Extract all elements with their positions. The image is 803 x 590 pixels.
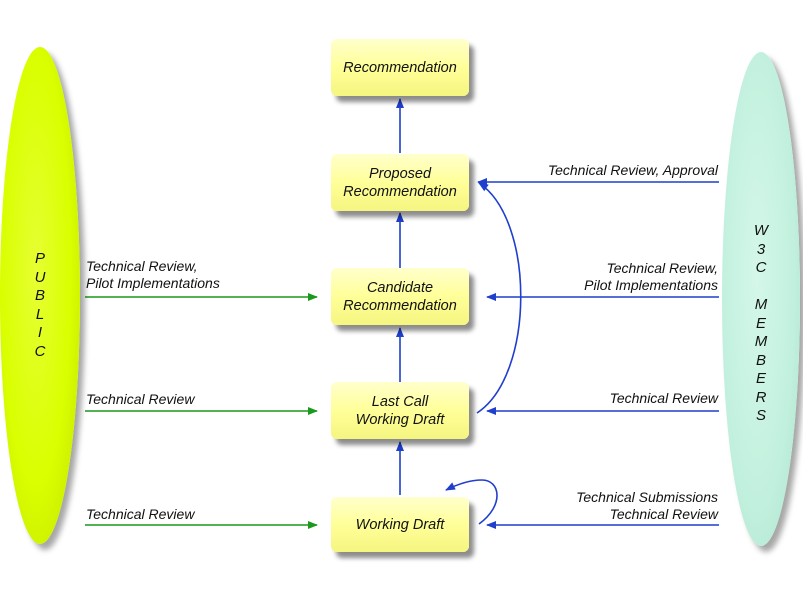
public-working-draft-annotation: Technical Review (86, 506, 195, 522)
stage-candidate-recommendation: Candidate Recommendation (331, 268, 469, 325)
arrow-working-draft-loop (445, 479, 498, 525)
stage-working-draft: Working Draft (331, 497, 469, 552)
w3c-working-draft-annotation: Technical Submissions Technical Review (576, 489, 718, 522)
public-ellipse (0, 47, 80, 544)
public-candidate-annotation: Technical Review, Pilot Implementations (86, 258, 220, 291)
w3c-members-label: W 3 C M E M B E R S (753, 222, 769, 424)
stage-recommendation: Recommendation (331, 39, 469, 96)
w3c-proposed-annotation: Technical Review, Approval (547, 162, 718, 178)
w3c-members-ellipse (722, 52, 800, 546)
public-label: P U B L I C (34, 250, 46, 360)
stage-last-call-working-draft: Last Call Working Draft (331, 382, 469, 439)
w3c-lastcall-annotation: Technical Review (609, 390, 718, 406)
stage-proposed-recommendation: Proposed Recommendation (331, 154, 469, 211)
w3c-candidate-annotation: Technical Review, Pilot Implementations (584, 260, 718, 293)
public-lastcall-annotation: Technical Review (86, 391, 195, 407)
arrow-lastcall-to-proposed-curve (476, 182, 522, 414)
